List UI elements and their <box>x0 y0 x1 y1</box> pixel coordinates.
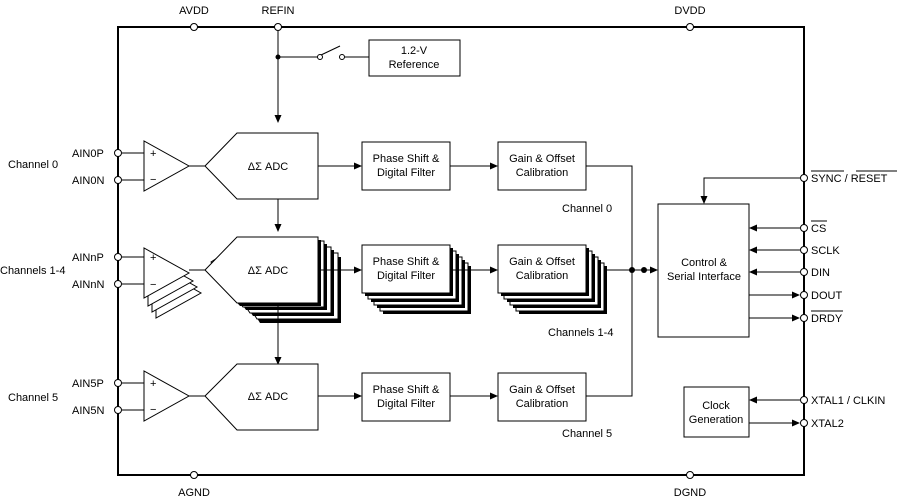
pin-label-cs: CS <box>811 223 826 235</box>
gain-label-ch0-line1: Gain & Offset <box>509 153 575 165</box>
reference-label-line2: Reference <box>389 59 440 71</box>
gain-label-ch1-4-line1: Gain & Offset <box>509 256 575 268</box>
pin-refin: REFIN <box>262 5 295 31</box>
reference-label-line1: 1.2-V <box>401 45 428 57</box>
phase-filter-ch5: Phase Shift & Digital Filter <box>361 372 451 422</box>
switch-contact-left <box>317 54 323 60</box>
control-label-line2: Serial Interface <box>667 271 741 283</box>
pin-ain5n: AIN5N <box>72 405 122 417</box>
channel-0-label: Channel 0 <box>8 159 58 171</box>
pin-label-agnd: AGND <box>178 487 210 499</box>
phase-label-ch0-line2: Digital Filter <box>377 167 435 179</box>
pin-ain0p: AIN0P <box>72 148 122 160</box>
pin-dvdd: DVDD <box>674 5 706 31</box>
pin-label-xtal2: XTAL2 <box>811 418 844 430</box>
adc-stack-ch1-4: ΔΣ ADC <box>204 236 341 323</box>
phase-label-ch5-line2: Digital Filter <box>377 398 435 410</box>
clock-generation: Clock Generation <box>683 386 750 438</box>
control-serial-interface: Control & Serial Interface <box>657 203 750 338</box>
amplifier-ch0: + − <box>143 140 191 192</box>
pin-label-ainnn: AINnN <box>72 279 104 291</box>
channel-0-output-label: Channel 0 <box>562 203 612 215</box>
pin-dgnd: DGND <box>674 471 706 499</box>
pin-label-avdd: AVDD <box>179 5 209 17</box>
pin-label-dout: DOUT <box>811 290 842 302</box>
gain-cal-stack-ch1-4: Gain & Offset Calibration <box>497 244 607 314</box>
reference-path <box>274 31 369 123</box>
phase-label-ch1-4-line2: Digital Filter <box>377 270 435 282</box>
pin-label-ainnp: AINnP <box>72 252 104 264</box>
amp-plus-ch1-4: + <box>150 252 156 264</box>
pin-label-drdy: DRDY <box>811 313 843 325</box>
pin-agnd: AGND <box>178 471 210 499</box>
phase-label-ch5-line1: Phase Shift & <box>373 384 440 396</box>
pin-label-refin: REFIN <box>262 5 295 17</box>
pin-label-din: DIN <box>811 267 830 279</box>
pin-sclk: SCLK <box>749 245 840 257</box>
gain-cal-ch0: Gain & Offset Calibration <box>497 141 587 191</box>
gain-label-ch5-line1: Gain & Offset <box>509 384 575 396</box>
amplifier-stack-ch1-4: + − <box>143 247 203 319</box>
pin-ain5p: AIN5P <box>72 378 122 390</box>
pin-label-ain0n: AIN0N <box>72 175 104 187</box>
channel-5-label: Channel 5 <box>8 392 58 404</box>
data-bus <box>586 165 658 397</box>
pin-label-xtal1: XTAL1 / CLKIN <box>811 395 885 407</box>
gain-label-ch0-line2: Calibration <box>516 167 569 179</box>
amp-plus-ch5: + <box>150 378 156 390</box>
adc-ch5: ΔΣ ADC <box>204 363 319 431</box>
amp-minus-ch5: − <box>150 404 156 416</box>
pin-dout: DOUT <box>749 290 842 302</box>
control-label-line1: Control & <box>681 257 728 269</box>
pin-label-sync-reset: SYNC / RESET <box>811 173 888 185</box>
pin-ainnp: AINnP <box>72 252 122 264</box>
pin-ainnn: AINnN <box>72 279 122 291</box>
pin-xtal1: XTAL1 / CLKIN <box>749 395 885 407</box>
channels-1-4-output-label: Channels 1-4 <box>548 327 613 339</box>
amp-minus-ch0: − <box>150 174 156 186</box>
clock-label-line2: Generation <box>689 414 743 426</box>
pin-label-sclk: SCLK <box>811 245 840 257</box>
phase-label-ch1-4-line1: Phase Shift & <box>373 256 440 268</box>
gain-label-ch5-line2: Calibration <box>516 398 569 410</box>
pin-xtal2: XTAL2 <box>749 418 844 430</box>
amplifier-ch5: + − <box>143 370 191 422</box>
phase-filter-ch0: Phase Shift & Digital Filter <box>361 141 451 191</box>
pin-drdy: DRDY <box>749 310 843 325</box>
pin-label-ain0p: AIN0P <box>72 148 104 160</box>
pin-label-dgnd: DGND <box>674 487 706 499</box>
pin-label-dvdd: DVDD <box>674 5 705 17</box>
pin-label-ain5p: AIN5P <box>72 378 104 390</box>
pin-din: DIN <box>749 267 830 279</box>
clock-label-line1: Clock <box>702 400 730 412</box>
adc-ch0: ΔΣ ADC <box>204 132 319 200</box>
adc-label-ch1-4: ΔΣ ADC <box>248 265 288 277</box>
pin-ain0n: AIN0N <box>72 175 122 187</box>
pin-avdd: AVDD <box>179 5 209 31</box>
phase-filter-stack-ch1-4: Phase Shift & Digital Filter <box>361 244 471 314</box>
pin-cs: CS <box>749 220 827 235</box>
channels-1-4-label: Channels 1-4 <box>0 265 65 277</box>
switch-contact-right <box>339 54 345 60</box>
reference-switch <box>320 45 341 56</box>
reference-block: 1.2-V Reference <box>368 39 461 77</box>
adc-label-ch5: ΔΣ ADC <box>248 391 288 403</box>
amp-minus-ch1-4: − <box>150 279 156 291</box>
gain-label-ch1-4-line2: Calibration <box>516 270 569 282</box>
amp-plus-ch0: + <box>150 148 156 160</box>
channel-5-output-label: Channel 5 <box>562 428 612 440</box>
pin-sync-reset: SYNC / RESET <box>700 170 897 204</box>
phase-label-ch0-line1: Phase Shift & <box>373 153 440 165</box>
gain-cal-ch5: Gain & Offset Calibration <box>497 372 587 422</box>
adc-label-ch0: ΔΣ ADC <box>248 161 288 173</box>
pin-label-ain5n: AIN5N <box>72 405 104 417</box>
